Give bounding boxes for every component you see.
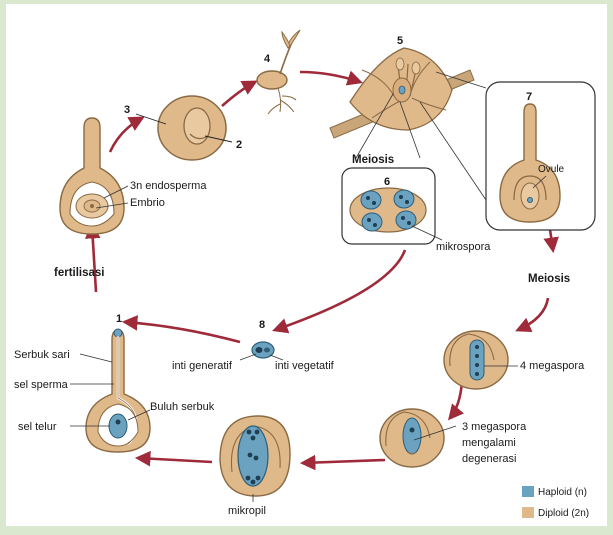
step-number-6: 6 bbox=[384, 176, 390, 188]
step-number-8: 8 bbox=[259, 319, 265, 331]
legend-haploid-label: Haploid (n) bbox=[538, 487, 587, 498]
megaspora3-label-line1: 3 megaspora bbox=[462, 421, 527, 433]
step-number-3: 3 bbox=[124, 104, 130, 116]
megaspora4-label: 4 megaspora bbox=[520, 360, 585, 372]
mikrospora-label: mikrospora bbox=[436, 241, 491, 253]
fertilisasi-label: fertilisasi bbox=[54, 267, 105, 279]
meiosis-label-top: Meiosis bbox=[352, 154, 394, 166]
sel-sperma-label: sel sperma bbox=[14, 379, 69, 391]
sel-telur-label: sel telur bbox=[18, 421, 57, 433]
anther-microspore-box bbox=[342, 168, 442, 244]
endosperma-label: 3n endosperma bbox=[130, 180, 207, 192]
buluh-serbuk-label: Buluh serbuk bbox=[150, 401, 215, 413]
legend-diploid-label: Diploid (2n) bbox=[538, 508, 589, 519]
legend-haploid-swatch bbox=[522, 486, 534, 497]
embrio-label: Embrio bbox=[130, 197, 165, 209]
ovule-label: Ovule bbox=[538, 164, 565, 175]
ovule-box bbox=[486, 82, 595, 230]
megaspora3-label-line2: mengalami bbox=[462, 437, 516, 449]
step-number-4: 4 bbox=[264, 53, 271, 65]
step-number-1: 1 bbox=[116, 313, 122, 325]
step-number-7: 7 bbox=[526, 91, 532, 103]
step-number-5: 5 bbox=[397, 35, 403, 47]
step-number-2: 2 bbox=[236, 139, 242, 151]
inti-generatif-label: inti generatif bbox=[172, 360, 233, 372]
megaspora3-label-line3: degenerasi bbox=[462, 453, 516, 465]
serbuk-sari-label: Serbuk sari bbox=[14, 349, 70, 361]
inti-vegetatif-label: inti vegetatif bbox=[275, 360, 335, 372]
mikropil-label: mikropil bbox=[228, 505, 266, 517]
legend-diploid-swatch bbox=[522, 507, 534, 518]
meiosis-label-right: Meiosis bbox=[528, 273, 570, 285]
